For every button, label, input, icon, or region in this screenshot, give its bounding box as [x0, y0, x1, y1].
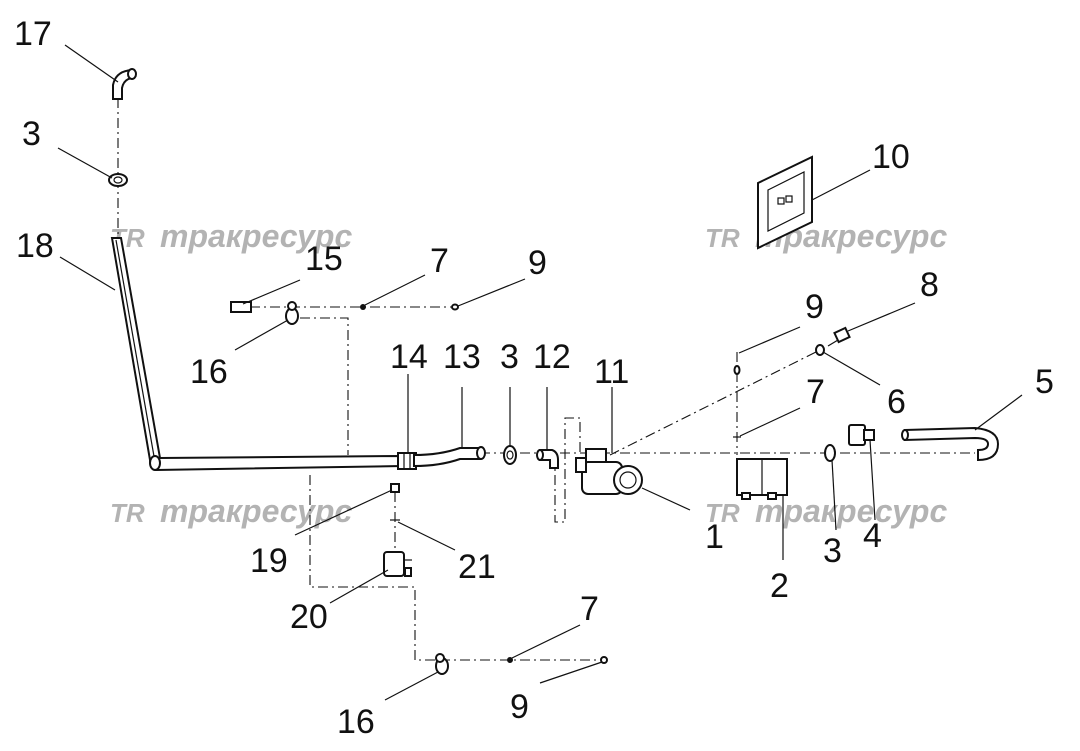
- watermark-text: тракресурс: [755, 493, 947, 529]
- hose-clamp-part-right: [824, 444, 836, 462]
- callout-5: 5: [1035, 363, 1054, 401]
- callout-16: 16: [190, 353, 228, 391]
- watermark-logo: TR: [110, 498, 145, 528]
- watermark-logo: TR: [705, 223, 740, 253]
- node-part: [507, 657, 513, 663]
- nut-part: [600, 656, 608, 664]
- node-part: [360, 304, 366, 310]
- leader-lines: [57, 44, 1023, 701]
- callout-1: 1: [705, 518, 724, 556]
- elbow-part: [536, 449, 559, 469]
- connection-lines: [117, 98, 975, 661]
- watermark-text: тракресурс: [160, 218, 352, 254]
- small-bolt-part: [390, 483, 400, 493]
- washer-part: [815, 344, 825, 356]
- callout-17: 17: [14, 15, 52, 53]
- watermark-text: тракресурс: [160, 493, 352, 529]
- callout-8: 8: [920, 266, 939, 304]
- callout-21: 21: [458, 548, 496, 586]
- clip-part-upper: [285, 301, 299, 325]
- callout-7: 7: [430, 242, 449, 280]
- clip-part-lower: [435, 653, 449, 675]
- watermark-top-left: TR тракресурс: [110, 218, 352, 254]
- long-pipe-part: [110, 237, 403, 472]
- sticker-plate-part: [757, 155, 813, 250]
- callout-11: 11: [594, 353, 629, 391]
- callout-4: 4: [863, 517, 882, 555]
- hose-clamp-part-middle: [503, 445, 517, 465]
- callout-6: 6: [887, 383, 906, 421]
- watermark-top-right: TR тракресурс: [705, 218, 947, 254]
- callout-7: 7: [580, 590, 599, 628]
- hose-clamp-part-top: [108, 173, 128, 187]
- callout-7: 7: [806, 373, 825, 411]
- watermark-bottom-right: TR тракресурс: [705, 493, 947, 529]
- callout-10: 10: [872, 138, 910, 176]
- curved-hose-part: [901, 426, 1000, 462]
- pipe-bracket-part: [383, 551, 412, 577]
- pump-assembly-part: [575, 448, 643, 495]
- callout-3: 3: [500, 338, 519, 376]
- callout-9: 9: [528, 244, 547, 282]
- callout-20: 20: [290, 598, 328, 636]
- callout-2: 2: [770, 567, 789, 605]
- callout-9: 9: [510, 688, 529, 726]
- elbow-fitting-part: [112, 68, 137, 100]
- watermark-logo: TR: [705, 498, 740, 528]
- bracket-part: [736, 458, 788, 500]
- callout-3: 3: [22, 115, 41, 153]
- watermark-bottom-left: TR тракресурс: [110, 493, 352, 529]
- callout-16: 16: [337, 703, 375, 741]
- bolt-part: [827, 326, 851, 347]
- nut-part: [733, 365, 741, 375]
- banjo-fitting-part: [848, 424, 875, 446]
- callout-9: 9: [805, 288, 824, 326]
- short-hose-part: [413, 446, 486, 468]
- callout-19: 19: [250, 542, 288, 580]
- callout-labels: 17 3 18 15 7 9 16 14 13 3 12 11 10 8 9 6…: [14, 15, 1054, 741]
- callout-14: 14: [390, 338, 428, 376]
- plug-part: [230, 301, 252, 313]
- callout-13: 13: [443, 338, 481, 376]
- callout-12: 12: [533, 338, 571, 376]
- nut-part: [451, 303, 459, 311]
- callout-18: 18: [16, 227, 54, 265]
- callout-15: 15: [305, 240, 343, 278]
- callout-3: 3: [823, 532, 842, 570]
